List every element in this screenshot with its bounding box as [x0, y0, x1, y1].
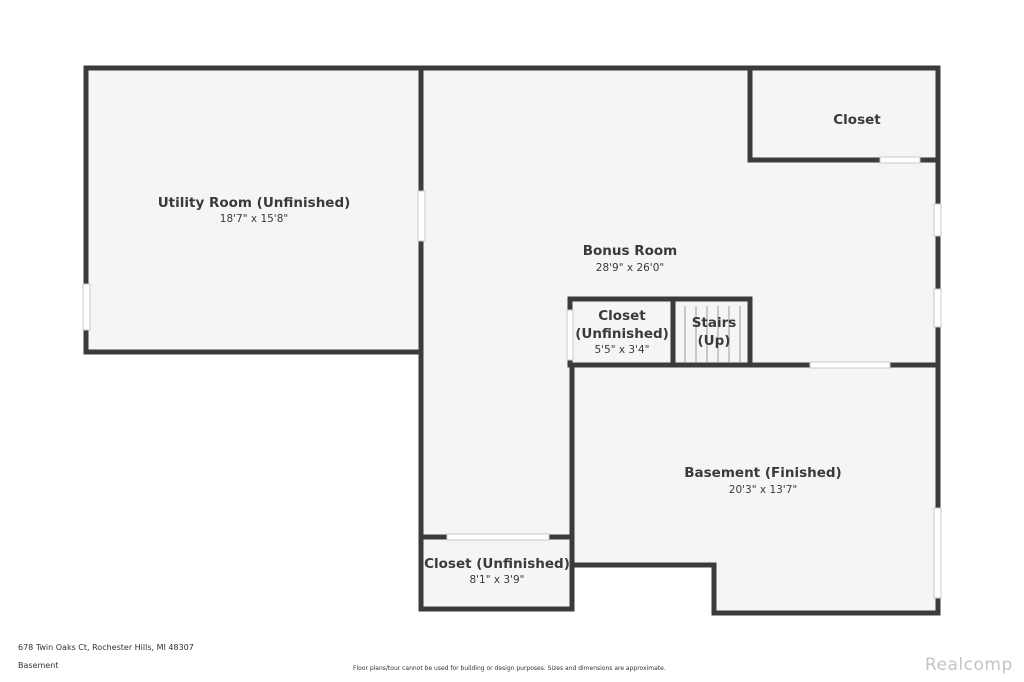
closet-mid-door [566, 309, 574, 361]
utility-room-dims: 18'7" x 15'8" [220, 213, 288, 225]
closet-top-wall [747, 65, 939, 163]
closet-top-door [879, 156, 921, 164]
walls [83, 65, 941, 616]
utility-window [82, 283, 91, 331]
room-labels: Utility Room (Unfinished) 18'7" x 15'8" … [158, 112, 882, 586]
closet-bottom-door [446, 533, 550, 541]
closet-top-floor [750, 70, 937, 160]
basement-doorway [809, 361, 891, 369]
basement-floor [572, 365, 937, 612]
stair-treads [684, 306, 741, 362]
closet-mid-name-line1: Closet [598, 308, 646, 324]
basement-name: Basement (Finished) [684, 465, 841, 481]
outer-wall [83, 65, 941, 616]
basement-dims: 20'3" x 13'7" [729, 484, 797, 496]
stairs-name-line1: Stairs [692, 315, 737, 331]
closet-mid-name-line2: (Unfinished) [575, 326, 669, 342]
bonus-window-2 [933, 288, 942, 328]
closet-mid-floor [572, 300, 672, 365]
closet-bottom-dims: 8'1" x 3'9" [469, 574, 524, 586]
bonus-window-1 [933, 203, 942, 237]
closet-top-name: Closet [833, 112, 881, 128]
closet-mid-dims: 5'5" x 3'4" [594, 344, 649, 356]
floor-level-label: Basement [18, 661, 59, 670]
utility-doorway [417, 190, 426, 242]
realcomp-watermark: Realcomp [925, 655, 1013, 675]
basement-window [933, 507, 942, 599]
openings [82, 156, 942, 599]
closet-bottom-name: Closet (Unfinished) [424, 556, 570, 572]
stairs-floor [674, 300, 750, 365]
bonus-room-dims: 28'9" x 26'0" [596, 262, 664, 274]
floor-fills [88, 70, 937, 612]
bonus-room-name: Bonus Room [583, 243, 678, 259]
utility-room-floor [88, 70, 420, 353]
utility-room-name: Utility Room (Unfinished) [158, 195, 351, 211]
closet-bottom-floor [422, 538, 572, 608]
address-text: 678 Twin Oaks Ct, Rochester Hills, MI 48… [18, 643, 194, 652]
stairs-name-line2: (Up) [698, 333, 731, 349]
disclaimer-text: Floor plans/tour cannot be used for buil… [353, 665, 666, 672]
